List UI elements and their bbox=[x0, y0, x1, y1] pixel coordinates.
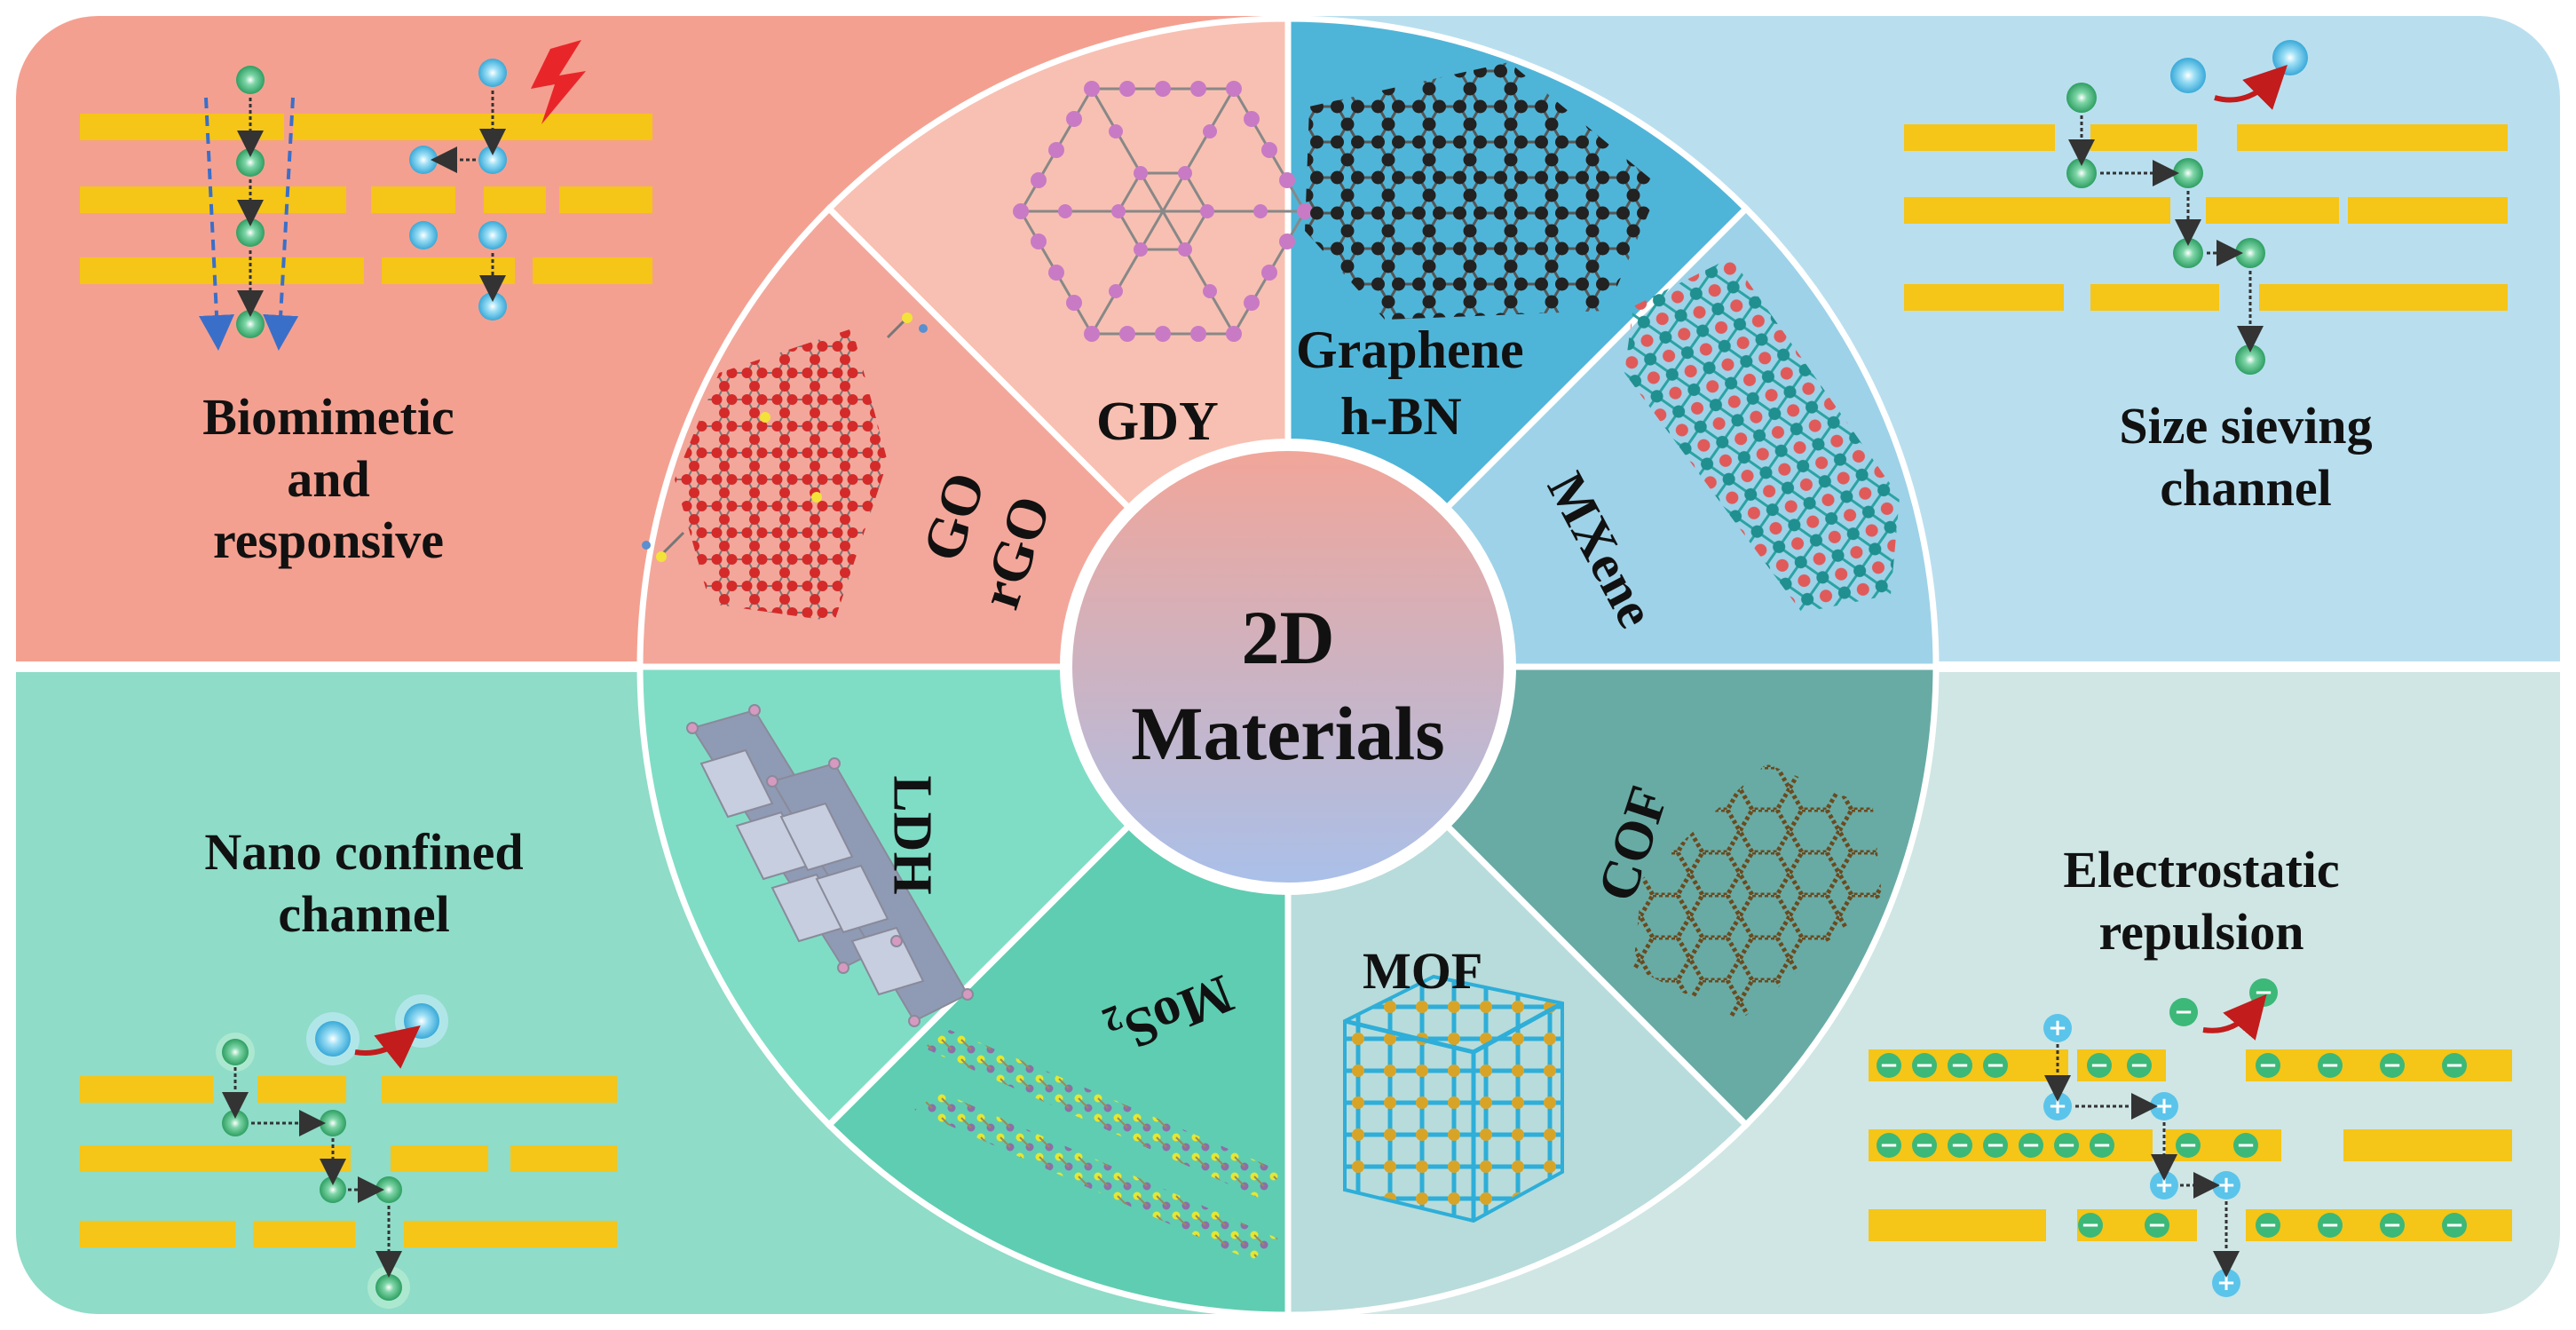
electrostatic-line-2: repulsion bbox=[2098, 902, 2304, 961]
mxene-structure bbox=[1624, 257, 1900, 613]
svg-text:−: − bbox=[1986, 1052, 2005, 1079]
sieving-layers bbox=[1904, 124, 2508, 311]
label-ldh: LDH bbox=[881, 775, 943, 895]
nano-confined-line-1: Nano confined bbox=[204, 823, 524, 881]
ldh-structure bbox=[686, 704, 974, 1027]
svg-text:−: − bbox=[2236, 1132, 2256, 1159]
electrostatic-title: Electrostatic repulsion bbox=[1953, 839, 2450, 962]
biomimetic-line-1: Biomimetic bbox=[202, 388, 454, 446]
svg-text:−: − bbox=[2258, 1212, 2278, 1239]
confined-arrows bbox=[222, 1067, 402, 1278]
svg-text:−: − bbox=[2147, 1212, 2167, 1239]
svg-text:−: − bbox=[2445, 1052, 2464, 1079]
svg-text:−: − bbox=[2174, 999, 2193, 1025]
svg-text:−: − bbox=[1879, 1052, 1899, 1079]
svg-text:−: − bbox=[2382, 1212, 2402, 1239]
mos2-structure bbox=[914, 1030, 1283, 1261]
svg-text:−: − bbox=[1986, 1132, 2005, 1159]
mof-structure bbox=[1343, 974, 1564, 1223]
cof-structure bbox=[1633, 764, 1882, 1021]
electrostatic-line-1: Electrostatic bbox=[2063, 841, 2340, 899]
lightning-icon bbox=[531, 40, 586, 124]
size-sieving-line-1: Size sieving bbox=[2119, 397, 2373, 455]
sieving-arrows bbox=[2068, 115, 2264, 352]
svg-text:−: − bbox=[1879, 1132, 1899, 1159]
nano-confined-line-2: channel bbox=[278, 884, 450, 943]
svg-text:−: − bbox=[2092, 1132, 2112, 1159]
svg-text:+: + bbox=[2154, 1172, 2174, 1199]
center-line-2: Materials bbox=[1131, 690, 1445, 776]
svg-text:+: + bbox=[2048, 1093, 2067, 1120]
go-structure bbox=[642, 313, 928, 621]
reject-arrow-confined bbox=[354, 1025, 421, 1069]
svg-text:−: − bbox=[2021, 1132, 2041, 1159]
confined-layers bbox=[80, 1076, 617, 1247]
svg-text:−: − bbox=[1950, 1052, 1970, 1079]
reject-arrow-electrostatic bbox=[2202, 994, 2267, 1041]
svg-text:−: − bbox=[2081, 1212, 2100, 1239]
svg-text:+: + bbox=[2216, 1172, 2236, 1199]
electrostatic-arrows bbox=[2044, 1044, 2240, 1278]
label-gdy: GDY bbox=[1096, 392, 1219, 452]
reject-arrow bbox=[2214, 65, 2288, 110]
graphene-structure bbox=[1305, 62, 1660, 320]
svg-text:−: − bbox=[1915, 1132, 1934, 1159]
nano-confined-title: Nano confined channel bbox=[98, 821, 630, 945]
svg-text:+: + bbox=[2154, 1093, 2174, 1120]
center-circle bbox=[1060, 439, 1516, 895]
svg-text:−: − bbox=[2057, 1132, 2076, 1159]
svg-text:−: − bbox=[2178, 1132, 2198, 1159]
svg-text:+: + bbox=[2216, 1270, 2236, 1296]
confined-ions bbox=[216, 994, 448, 1309]
size-sieving-title: Size sieving channel bbox=[1997, 395, 2494, 519]
svg-text:−: − bbox=[1915, 1052, 1934, 1079]
svg-text:−: − bbox=[2445, 1212, 2464, 1239]
svg-text:−: − bbox=[2320, 1052, 2340, 1079]
label-mof: MOF bbox=[1363, 942, 1483, 1000]
biomimetic-dashed-channel bbox=[199, 97, 299, 351]
svg-text:−: − bbox=[2382, 1052, 2402, 1079]
gdy-atoms bbox=[1013, 81, 1313, 342]
biomimetic-title: Biomimetic and responsive bbox=[107, 386, 550, 572]
svg-text:−: − bbox=[1950, 1132, 1970, 1159]
svg-text:−: − bbox=[2258, 1052, 2278, 1079]
svg-text:−: − bbox=[2320, 1212, 2340, 1239]
biomimetic-line-2: and bbox=[287, 449, 370, 508]
svg-text:−: − bbox=[2090, 1052, 2109, 1079]
center-title: 2D Materials bbox=[1084, 590, 1492, 781]
center-line-1: 2D bbox=[1241, 595, 1335, 680]
negative-charge-symbols: −−−− −− −−−− −−−−−−− −− −− −−−− −− bbox=[1879, 979, 2464, 1239]
svg-text:−: − bbox=[2254, 979, 2273, 1006]
size-sieving-line-2: channel bbox=[2160, 458, 2332, 517]
biomimetic-arrows bbox=[237, 91, 506, 317]
biomimetic-line-3: responsive bbox=[213, 511, 444, 570]
svg-text:−: − bbox=[2130, 1052, 2149, 1079]
label-graphene: Graphene bbox=[1296, 321, 1524, 379]
label-hbn: h-BN bbox=[1340, 387, 1462, 446]
svg-text:+: + bbox=[2048, 1015, 2067, 1041]
